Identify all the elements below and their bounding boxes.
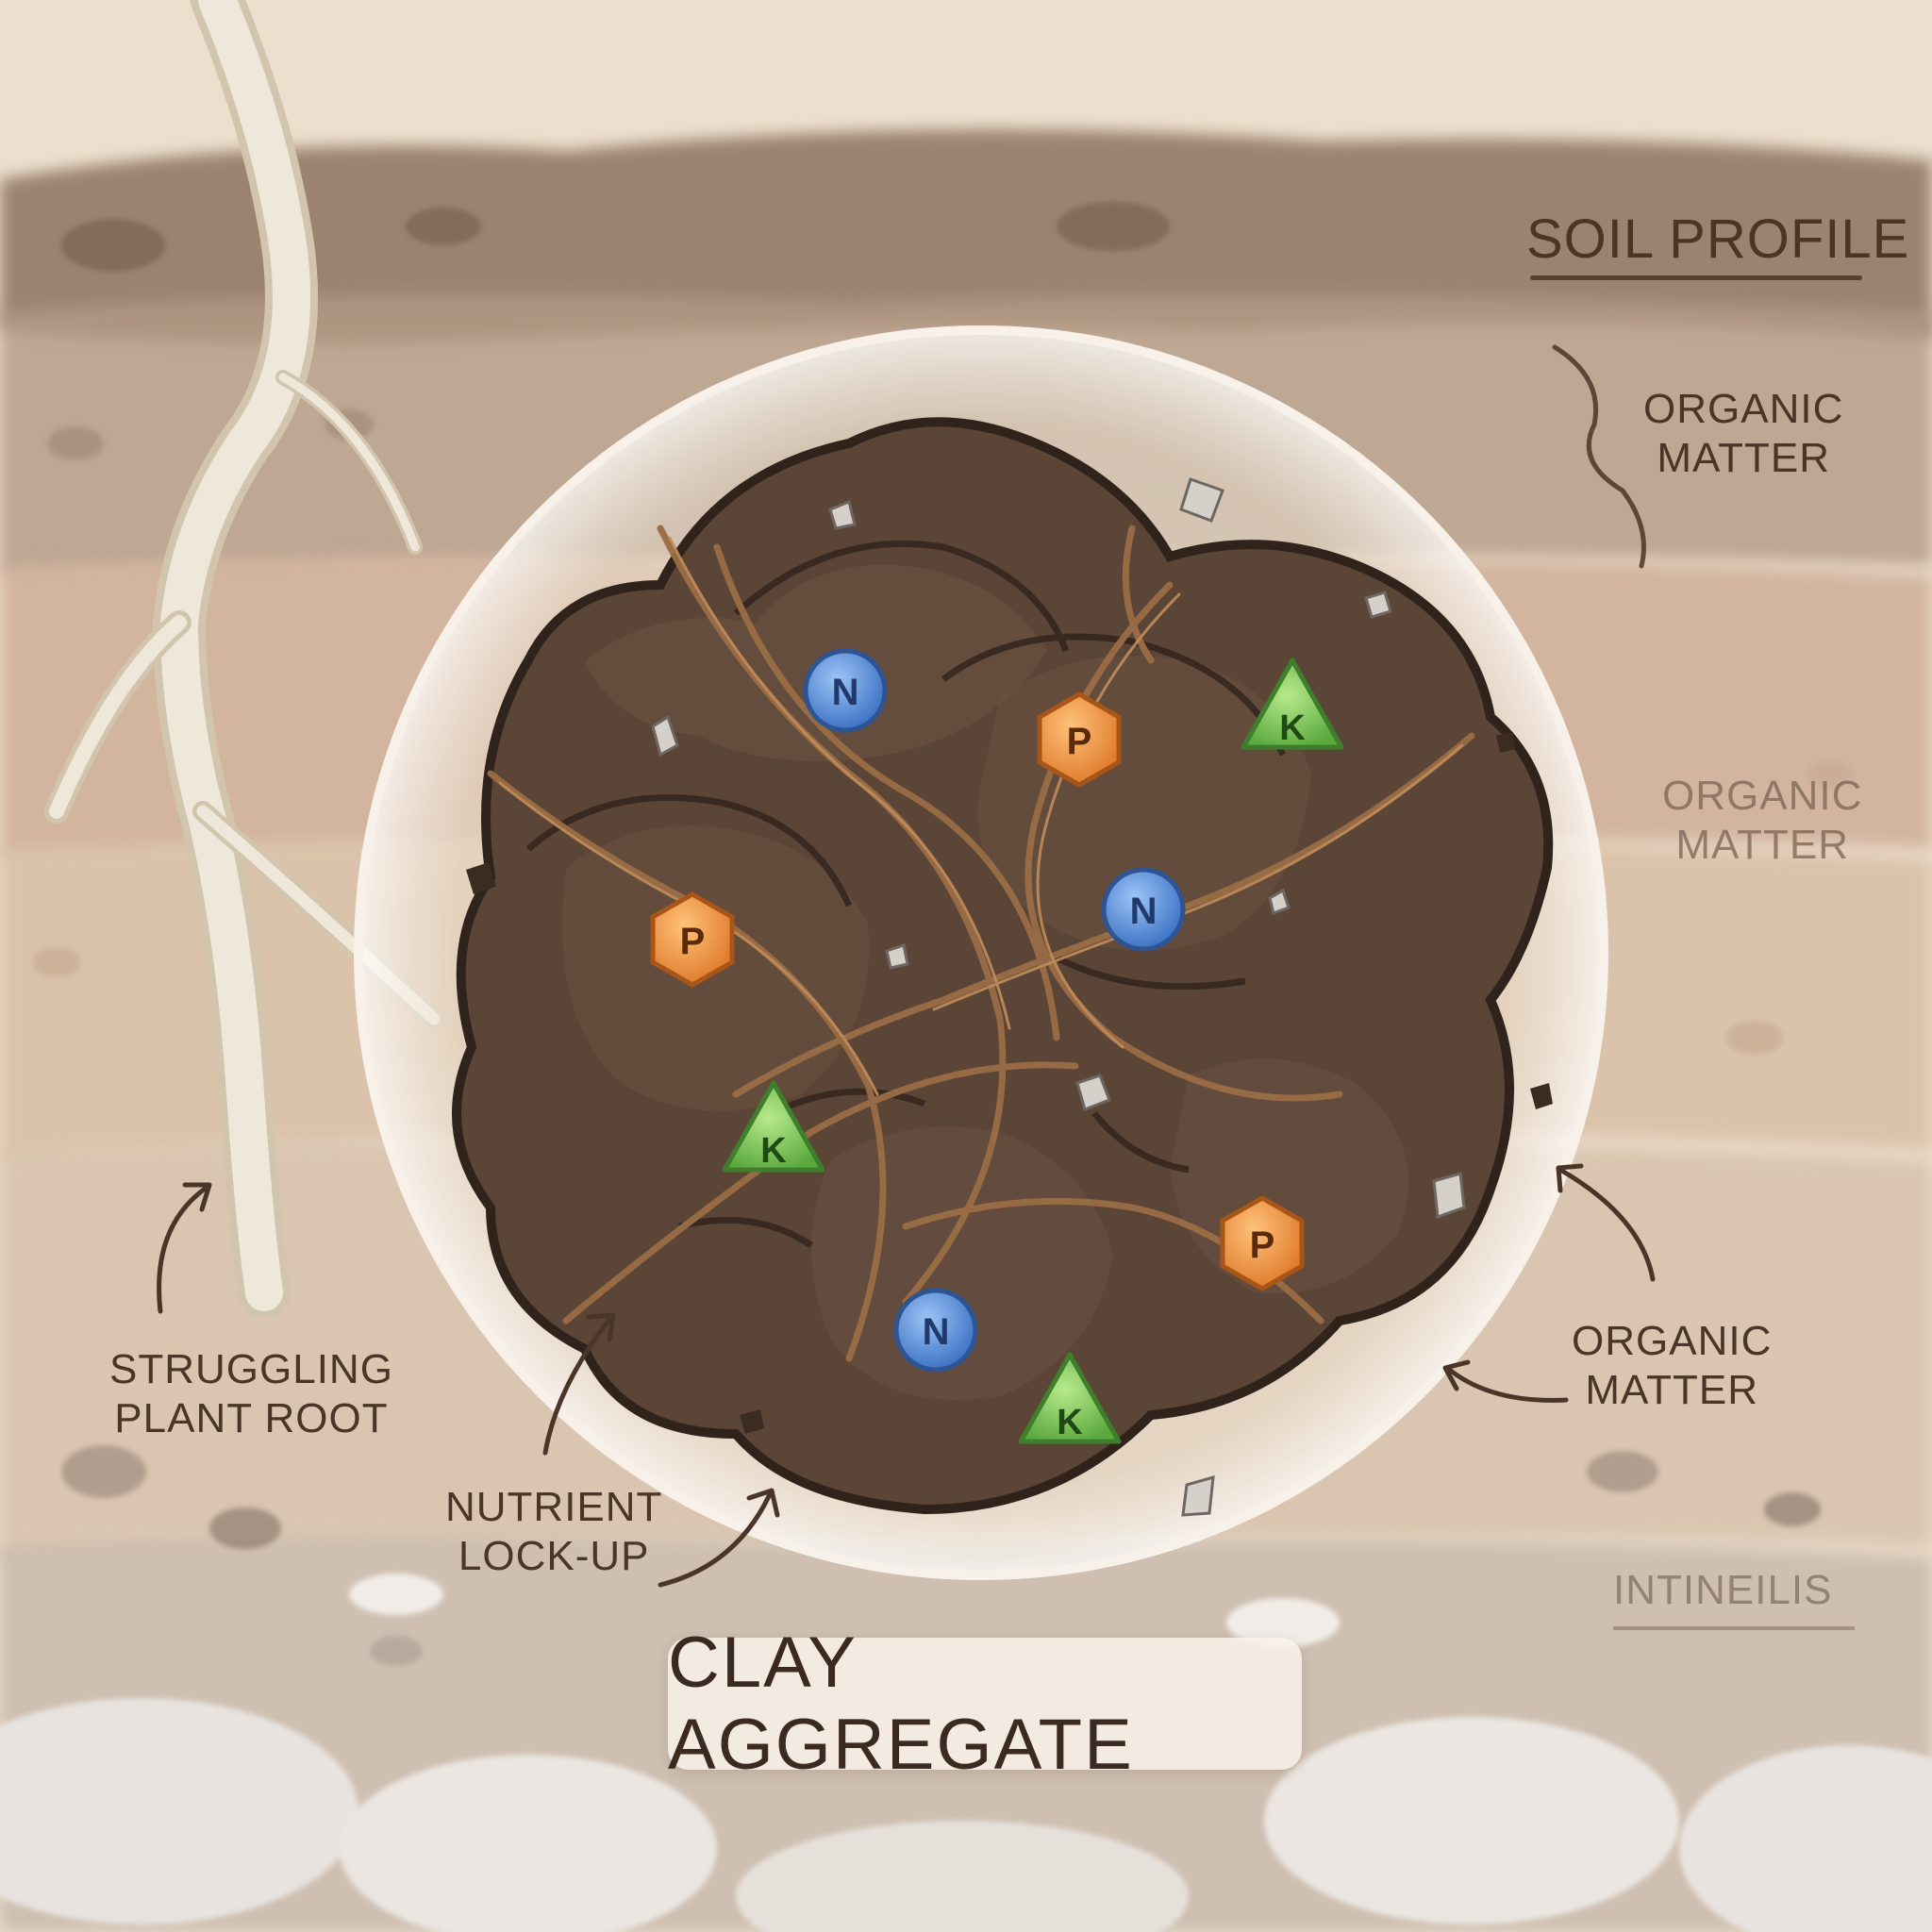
organic-arrow-lower bbox=[1442, 1359, 1569, 1403]
label-line: PLANT ROOT bbox=[114, 1394, 389, 1441]
nutrient-symbol: N bbox=[1130, 891, 1158, 932]
struggling-root-label: STRUGGLING PLANT ROOT bbox=[109, 1345, 393, 1443]
caption-text: CLAY AGGREGATE bbox=[668, 1623, 1134, 1785]
blurred-label: INTINEILIS bbox=[1613, 1567, 1833, 1613]
nutrient-p-2: P bbox=[650, 891, 735, 988]
nutrient-symbol: K bbox=[1057, 1403, 1083, 1442]
organic-matter-label-right: ORGANIC MATTER bbox=[1572, 1317, 1772, 1415]
soil-profile-title: SOIL PROFILE bbox=[1526, 208, 1910, 270]
label-line: MATTER bbox=[1585, 1366, 1758, 1413]
nutrient-n-2: N bbox=[1101, 867, 1186, 952]
nutrient-k-1: K bbox=[1241, 658, 1344, 750]
organic-matter-bracket bbox=[1552, 344, 1646, 569]
blurred-underline bbox=[1613, 1626, 1855, 1630]
label-line: LOCK-UP bbox=[458, 1532, 650, 1579]
label-line: ORGANIC bbox=[1662, 773, 1863, 819]
root-arrow bbox=[157, 1182, 212, 1314]
nutrient-p-1: P bbox=[1037, 691, 1122, 788]
organic-arrow-upper bbox=[1556, 1163, 1656, 1282]
nutrient-n-1: N bbox=[803, 648, 888, 733]
label-line: MATTER bbox=[1657, 434, 1830, 481]
nutrient-symbol: N bbox=[832, 672, 859, 713]
clay-aggregate-caption: CLAY AGGREGATE bbox=[668, 1623, 1302, 1785]
title-underline bbox=[1530, 275, 1862, 280]
label-line: NUTRIENT bbox=[445, 1484, 663, 1530]
nutrient-symbol: P bbox=[680, 921, 706, 962]
nutrient-symbol: P bbox=[1250, 1224, 1275, 1266]
nutrient-symbol: K bbox=[760, 1131, 787, 1171]
lockup-arrow-1 bbox=[542, 1312, 616, 1456]
organic-matter-label-mid: ORGANIC MATTER bbox=[1662, 772, 1862, 870]
nutrient-n-3: N bbox=[893, 1288, 978, 1373]
lockup-arrow-2 bbox=[658, 1488, 780, 1588]
organic-matter-label-top: ORGANIC MATTER bbox=[1643, 385, 1843, 483]
label-line: ORGANIC bbox=[1572, 1318, 1773, 1364]
nutrient-symbol: N bbox=[923, 1311, 950, 1353]
label-line: STRUGGLING bbox=[109, 1346, 393, 1392]
nutrient-symbol: K bbox=[1279, 708, 1306, 748]
label-line: MATTER bbox=[1675, 821, 1849, 868]
nutrient-k-3: K bbox=[1018, 1352, 1122, 1444]
nutrient-lockup-label: NUTRIENT LOCK-UP bbox=[445, 1483, 662, 1581]
nutrient-symbol: P bbox=[1067, 721, 1092, 762]
nutrient-p-3: P bbox=[1220, 1195, 1305, 1291]
nutrient-k-2: K bbox=[722, 1080, 825, 1173]
label-line: ORGANIC bbox=[1643, 386, 1844, 432]
